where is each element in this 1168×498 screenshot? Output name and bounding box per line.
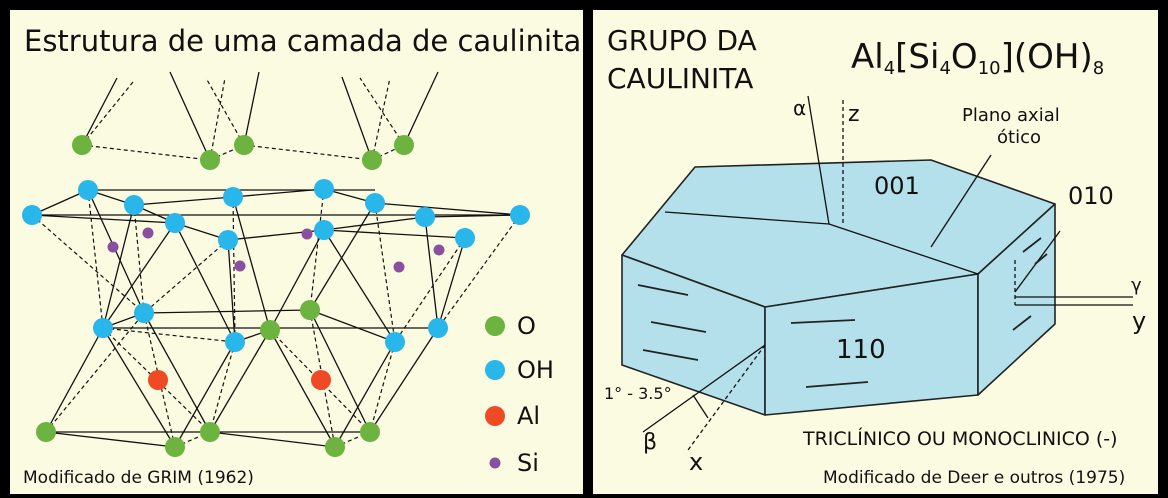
legend-label-o: O [517, 312, 536, 340]
left-panel-title: Estrutura de uma camada de caulinita [24, 24, 582, 58]
crystal-system-label: TRICLÍNICO OU MONOCLINICO (-) [803, 428, 1118, 450]
kaolinite-layer-structure-panel: Estrutura de uma camada de caulinita [10, 10, 583, 494]
label-x: x [689, 448, 704, 476]
label-z: z [848, 102, 860, 127]
right-credit: Modificado de Deer e outros (1975) [823, 468, 1126, 488]
legend-label-oh: OH [517, 356, 554, 384]
face-010 [977, 203, 1056, 396]
kaolinite-crystal-panel: GRUPO DA CAULINITA Al4[Si4O10](OH)8 [593, 10, 1158, 494]
face-striations [637, 237, 1048, 388]
crystal-diagram [621, 95, 1133, 451]
silicon-atoms [107, 227, 445, 273]
label-y: y [1132, 307, 1147, 335]
label-face-010: 010 [1068, 182, 1114, 210]
bonds-dashed [31, 77, 521, 448]
aluminium-atoms [148, 370, 331, 390]
left-credit: Modificado de GRIM (1962) [23, 468, 254, 488]
axes-and-lines [642, 95, 1133, 433]
legend-label-al: Al [517, 402, 541, 430]
atomic-structure-diagram [22, 71, 530, 469]
legend-markers [485, 316, 505, 469]
hidden-axes [687, 100, 1016, 451]
bonds-solid [31, 71, 521, 448]
oxygen-atoms [36, 135, 414, 457]
label-angle: 1° - 3.5° [604, 384, 672, 403]
label-optic-plane-line1: Plano axial [962, 105, 1060, 126]
label-beta: β [643, 430, 658, 455]
label-alpha: α [793, 96, 807, 120]
hydroxyl-groups [22, 179, 530, 352]
right-title-line1: GRUPO DA [607, 24, 757, 57]
label-face-110: 110 [836, 335, 886, 365]
label-optic-plane-line2: ótico [997, 127, 1041, 148]
legend-label-si: Si [517, 449, 539, 477]
label-face-001: 001 [874, 172, 920, 200]
right-title-line2: CAULINITA [607, 62, 754, 95]
chemical-formula: Al4[Si4O10](OH)8 [851, 37, 1105, 79]
label-gamma: γ [1131, 275, 1142, 296]
